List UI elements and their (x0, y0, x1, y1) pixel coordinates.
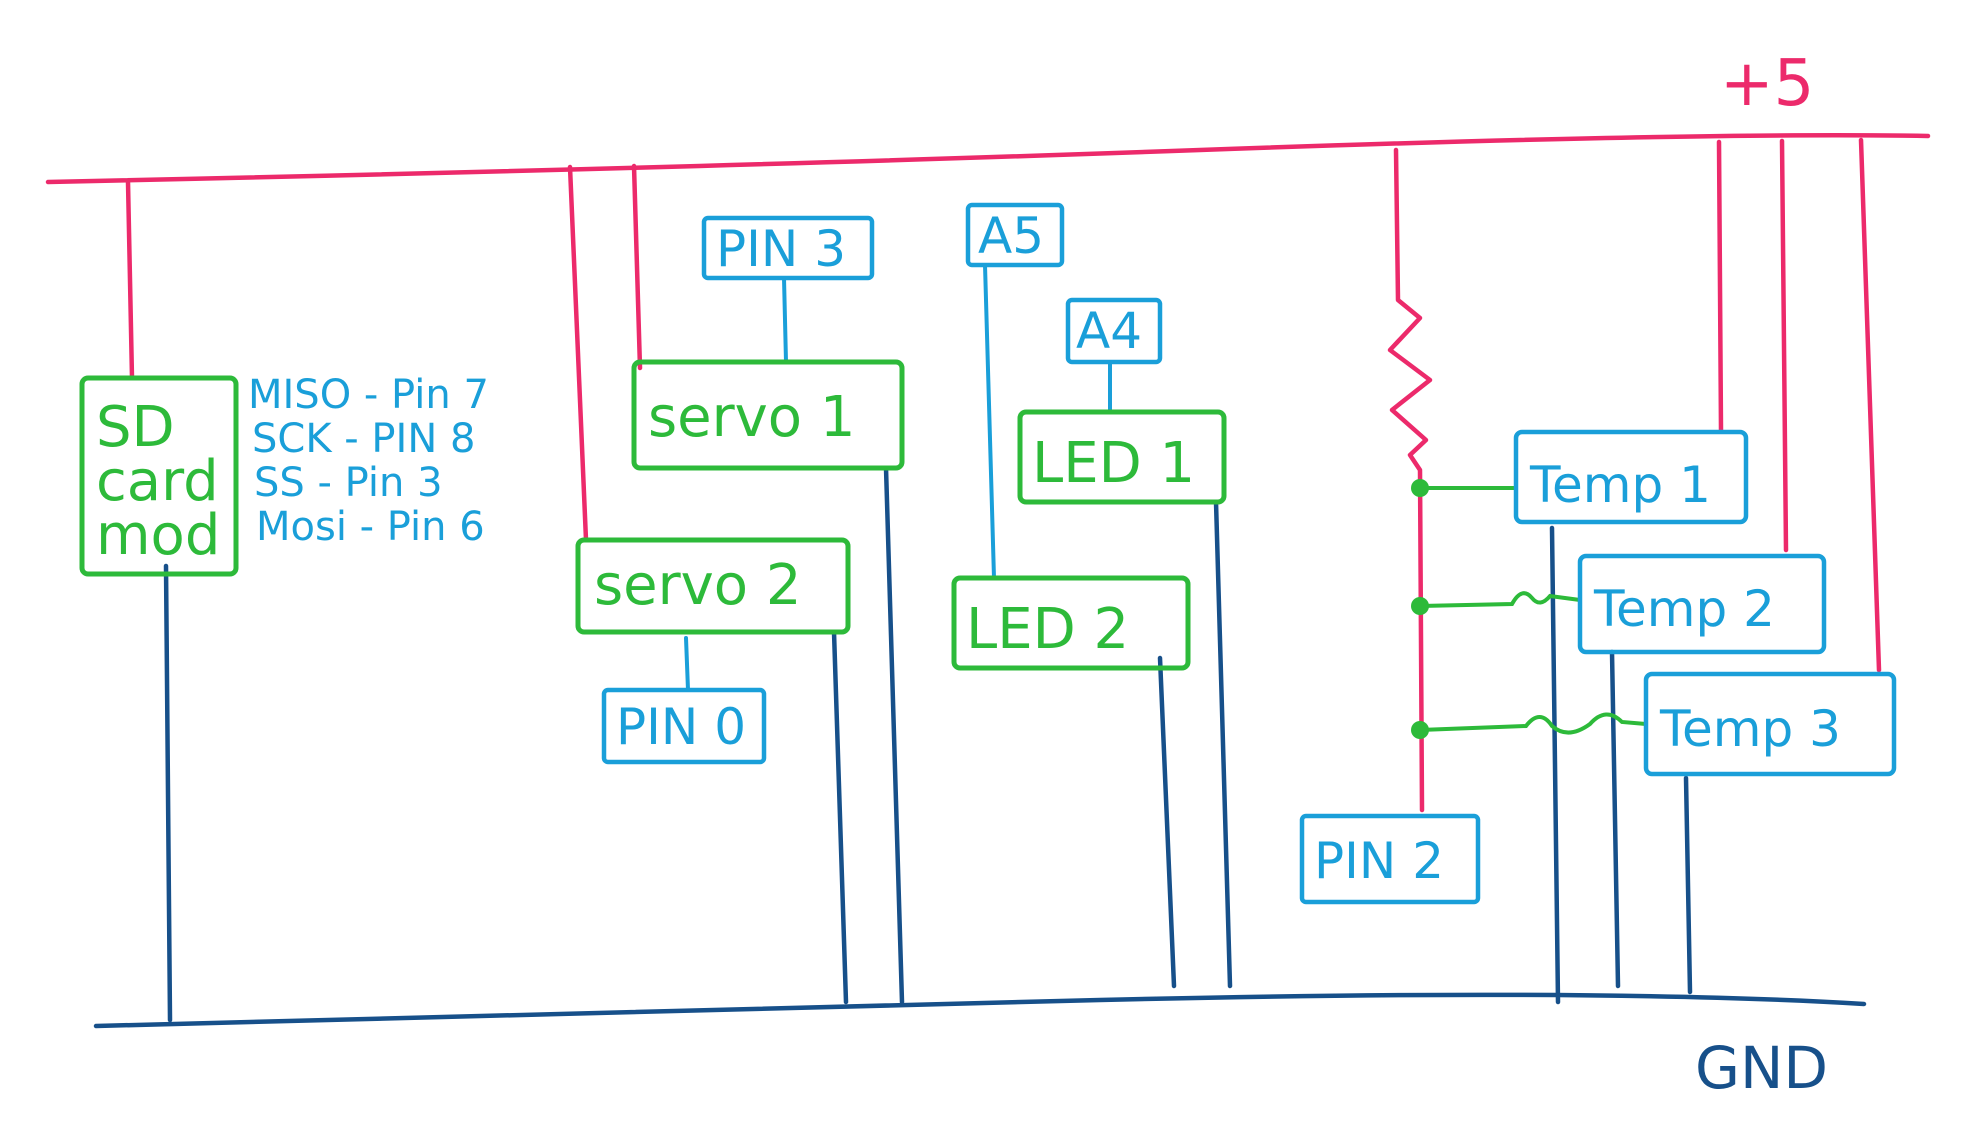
sd-card-module: SD card mod (79, 375, 239, 577)
junction-dot-temp-2 (1411, 597, 1429, 615)
junction-dot-temp-3 (1411, 721, 1429, 739)
temp-3-label: Temp 3 (1659, 700, 1841, 758)
temp-2-label: Temp 2 (1593, 580, 1775, 638)
ground-drop-temp-3 (1683, 775, 1693, 995)
pin-box-a4: A4 (1065, 297, 1163, 365)
ground-drop-temp-1 (1549, 525, 1561, 1005)
power-rail (45, 133, 1931, 185)
led-1-label: LED 1 (1032, 431, 1195, 496)
wire-temp-2-data (1418, 591, 1582, 608)
pin-box-pin-3: PIN 3 (701, 215, 875, 281)
ground-drop-sd-card (163, 563, 173, 1023)
sd-card-label-line-1: SD (96, 395, 175, 460)
servo-2-box: servo 2 (575, 537, 851, 635)
power-drop-temp-1 (1716, 139, 1724, 433)
pin-box-a5: A5 (965, 202, 1065, 268)
pin-box-pin-0: PIN 0 (601, 687, 767, 765)
junction-dot-temp-1 (1411, 479, 1429, 497)
sd-card-pin-notes: MISO - Pin 7 SCK - PIN 8 SS - Pin 3 Mosi… (248, 372, 489, 550)
temp-2-box: Temp 2 (1577, 553, 1827, 655)
power-drop-temp-3 (1858, 137, 1882, 673)
sd-card-label-line-3: mod (96, 503, 220, 568)
wire-pin3-servo-1 (782, 276, 788, 364)
pin-box-pin-2: PIN 2 (1299, 813, 1481, 905)
servo-2-label: servo 2 (594, 553, 801, 618)
power-rail-label: +5 (1720, 47, 1814, 121)
a5-label: A5 (978, 207, 1044, 265)
ground-drop-led-1 (1213, 499, 1233, 989)
pin-0-label: PIN 0 (616, 698, 746, 756)
temp-1-label: Temp 1 (1529, 456, 1711, 514)
sd-card-label-line-2: card (96, 449, 219, 514)
temp-3-box: Temp 3 (1643, 671, 1897, 777)
wire-a5-led-2 (983, 263, 996, 580)
led-2-label: LED 2 (966, 597, 1129, 662)
ground-drop-servo-1 (883, 465, 905, 1005)
ground-rail-label: GND (1695, 1034, 1828, 1102)
sd-note-mosi: Mosi - Pin 6 (256, 504, 485, 550)
power-drop-servo-2 (567, 164, 589, 543)
power-drop-temp-2 (1779, 138, 1789, 553)
a4-label: A4 (1076, 302, 1142, 360)
sd-note-miso: MISO - Pin 7 (248, 372, 489, 418)
sd-note-sck: SCK - PIN 8 (252, 416, 475, 462)
pin-2-label: PIN 2 (1314, 832, 1444, 890)
temp-1-box: Temp 1 (1513, 429, 1749, 525)
ground-rail (93, 992, 1867, 1029)
sd-note-ss: SS - Pin 3 (254, 460, 443, 506)
led-1-box: LED 1 (1017, 409, 1227, 505)
ground-drop-led-2 (1157, 655, 1177, 989)
servo-1-label: servo 1 (648, 385, 855, 450)
ground-drop-temp-2 (1609, 649, 1621, 989)
led-2-box: LED 2 (951, 575, 1191, 671)
pullup-resistor (1387, 147, 1433, 813)
servo-1-box: servo 1 (631, 359, 905, 471)
ground-drop-servo-2 (831, 629, 849, 1005)
power-drop-servo-1 (631, 163, 643, 371)
wire-servo-2-pin0 (684, 636, 690, 692)
power-drop-sd-card (125, 179, 135, 381)
wire-temp-3-data (1418, 712, 1648, 735)
pin-3-label: PIN 3 (716, 220, 846, 278)
